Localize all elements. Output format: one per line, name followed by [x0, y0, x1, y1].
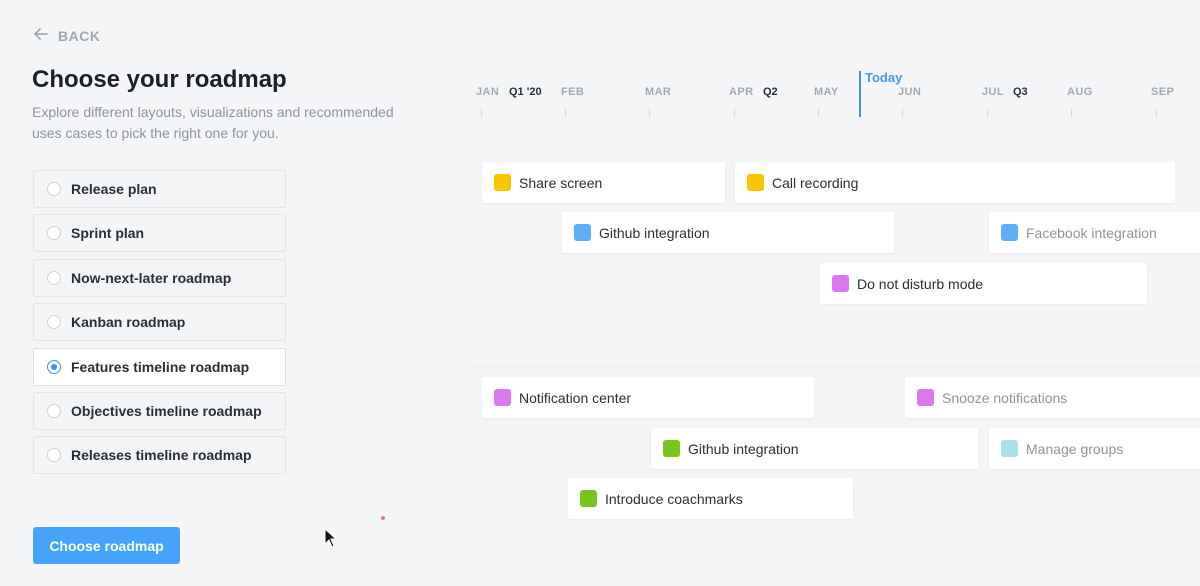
feature-card[interactable]: Facebook integration	[989, 212, 1200, 253]
month-label: MAR	[645, 86, 672, 98]
radio-icon	[47, 182, 61, 196]
feature-label: Notification center	[519, 389, 632, 406]
back-link[interactable]: BACK	[32, 25, 100, 46]
radio-icon	[47, 270, 61, 285]
timeline-tick	[734, 108, 735, 117]
color-swatch	[494, 174, 511, 191]
quarter-label: Q3	[1013, 86, 1028, 98]
page-subtitle: Explore different layouts, visualization…	[32, 104, 394, 141]
feature-label: Manage groups	[1026, 440, 1124, 457]
timeline-tick	[902, 108, 903, 117]
color-swatch	[747, 174, 764, 191]
option-release-plan[interactable]: Release plan	[33, 170, 286, 208]
option-label: Release plan	[71, 181, 157, 197]
option-releases-timeline[interactable]: Releases timeline roadmap	[33, 436, 286, 475]
arrow-left-icon	[32, 25, 50, 46]
mouse-cursor-icon	[324, 528, 338, 548]
timeline-tick	[565, 108, 566, 117]
radio-icon	[47, 403, 61, 418]
color-swatch	[832, 275, 849, 292]
option-label: Features timeline roadmap	[71, 358, 250, 375]
choose-roadmap-button[interactable]: Choose roadmap	[33, 527, 180, 564]
option-objectives-timeline[interactable]: Objectives timeline roadmap	[33, 391, 286, 430]
option-features-timeline[interactable]: Features timeline roadmap	[33, 347, 286, 386]
today-marker	[859, 71, 861, 117]
feature-label: Github integration	[599, 224, 710, 241]
month-label: JUL	[982, 86, 1004, 98]
radio-selected-icon	[47, 359, 61, 374]
timeline-tick	[818, 108, 819, 117]
color-swatch	[663, 440, 680, 457]
color-swatch	[1001, 440, 1018, 457]
month-label: SEP	[1151, 86, 1175, 98]
feature-label: Do not disturb mode	[857, 275, 984, 292]
option-now-next-later[interactable]: Now-next-later roadmap	[33, 258, 286, 297]
month-label: MAY	[814, 86, 839, 98]
feature-card[interactable]: Notification center	[482, 377, 814, 418]
feature-card[interactable]: Github integration	[651, 428, 978, 469]
page-title: Choose your roadmap	[32, 66, 287, 93]
group-divider	[470, 366, 1200, 367]
feature-card[interactable]: Manage groups	[989, 428, 1200, 469]
feature-label: Introduce coachmarks	[605, 490, 743, 507]
radio-icon	[47, 226, 61, 241]
indicator-dot	[381, 516, 385, 520]
color-swatch	[494, 389, 511, 406]
timeline-tick	[649, 108, 650, 117]
timeline-tick	[1071, 108, 1072, 117]
feature-card[interactable]: Do not disturb mode	[820, 263, 1147, 304]
back-label: BACK	[58, 27, 101, 44]
today-label: Today	[865, 70, 903, 85]
quarter-label: Q2	[763, 86, 778, 98]
month-label: AUG	[1067, 86, 1093, 98]
feature-card[interactable]: Share screen	[482, 162, 725, 203]
roadmap-options: Release plan Sprint plan Now-next-later …	[33, 170, 286, 481]
option-label: Objectives timeline roadmap	[71, 402, 262, 419]
radio-icon	[47, 315, 61, 330]
option-label: Now-next-later roadmap	[71, 269, 232, 286]
month-label: APR	[729, 86, 754, 98]
timeline-tick	[1156, 108, 1157, 117]
radio-icon	[47, 448, 61, 463]
timeline-tick	[987, 108, 988, 117]
color-swatch	[1001, 224, 1018, 241]
quarter-label: Q1 '20	[509, 86, 542, 98]
month-label: JAN	[476, 86, 500, 98]
color-swatch	[574, 224, 591, 241]
feature-card[interactable]: Call recording	[735, 162, 1175, 203]
feature-card[interactable]: Introduce coachmarks	[568, 478, 853, 519]
feature-label: Snooze notifications	[942, 389, 1068, 406]
option-kanban[interactable]: Kanban roadmap	[33, 303, 286, 342]
month-label: FEB	[561, 86, 585, 98]
option-label: Kanban roadmap	[71, 314, 186, 331]
feature-label: Call recording	[772, 174, 859, 191]
feature-card[interactable]: Github integration	[562, 212, 894, 253]
option-label: Sprint plan	[71, 225, 145, 242]
color-swatch	[917, 389, 934, 406]
feature-label: Share screen	[519, 174, 603, 191]
feature-label: Github integration	[688, 440, 799, 457]
option-sprint-plan[interactable]: Sprint plan	[33, 214, 286, 253]
month-label: JUN	[898, 86, 922, 98]
feature-label: Facebook integration	[1026, 224, 1157, 241]
option-label: Releases timeline roadmap	[71, 447, 252, 464]
color-swatch	[580, 490, 597, 507]
feature-card[interactable]: Snooze notifications	[905, 377, 1200, 418]
timeline-tick	[481, 108, 482, 117]
